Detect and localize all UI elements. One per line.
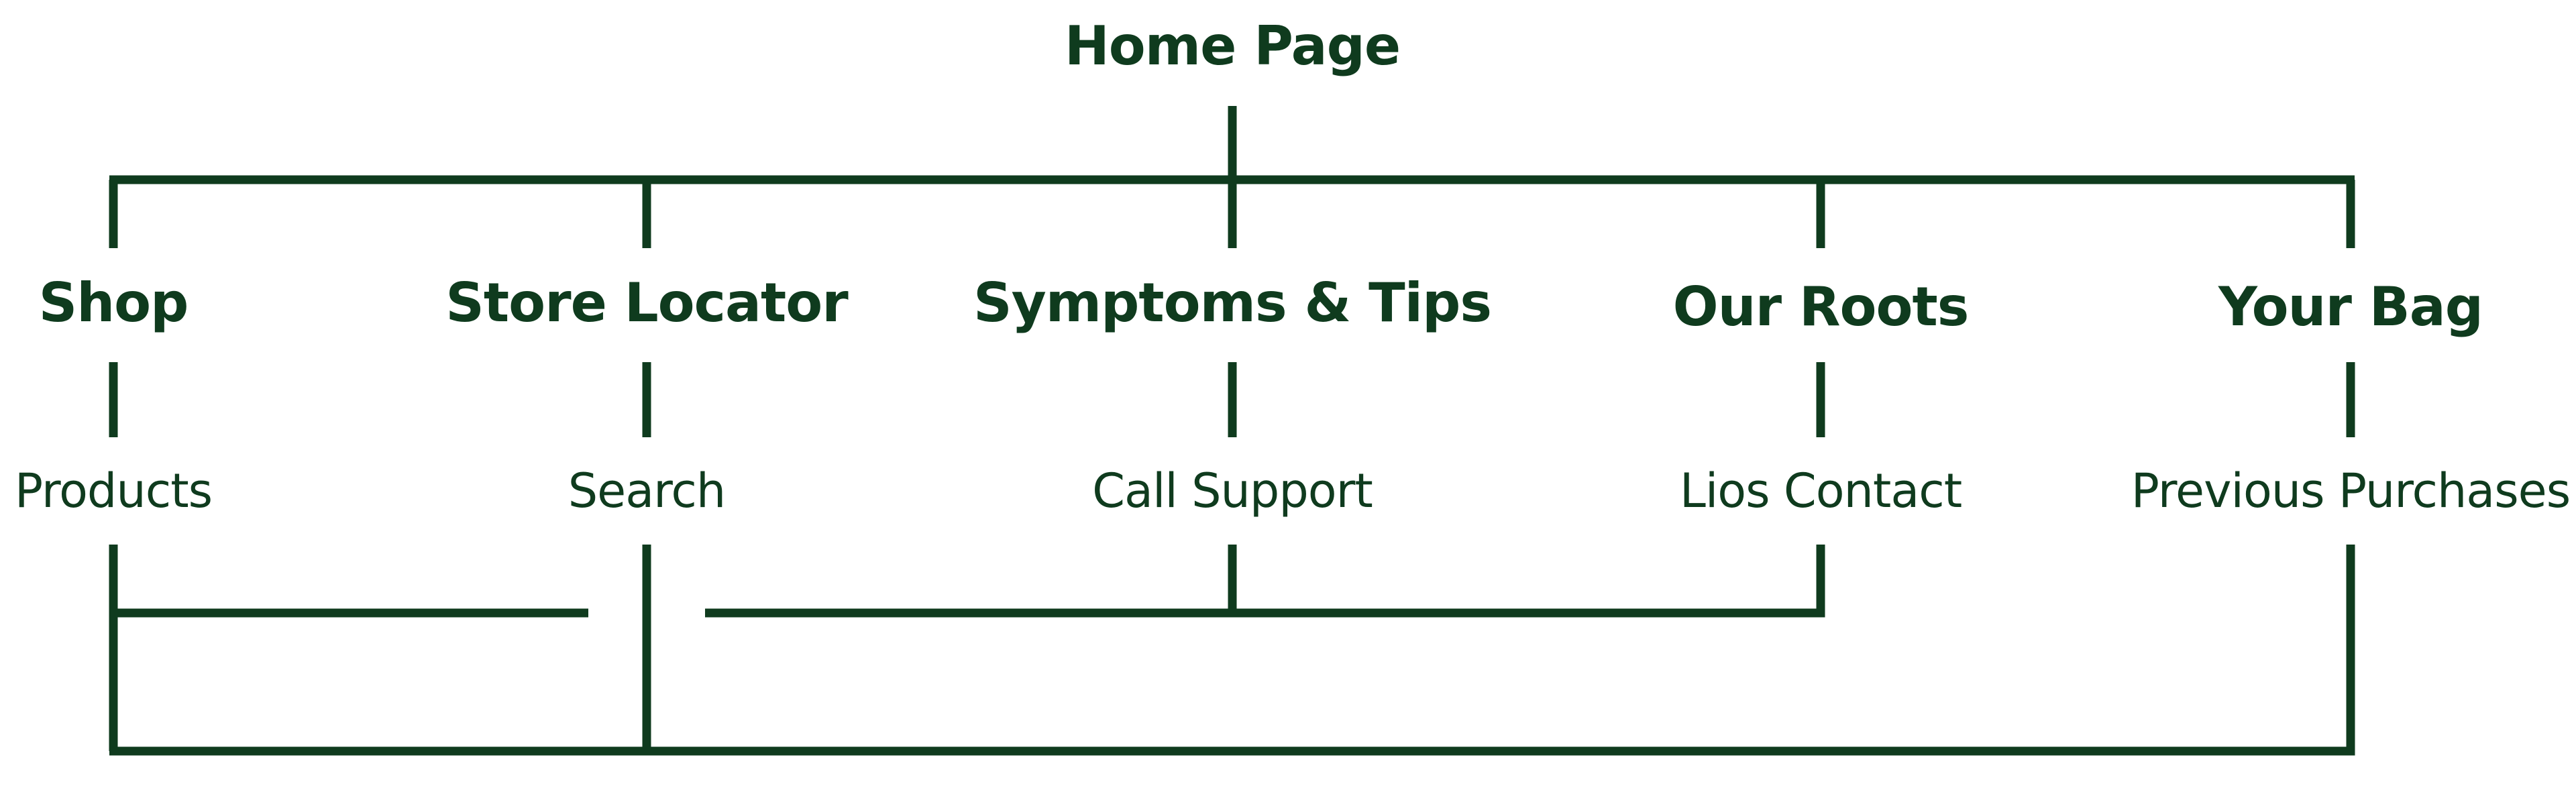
- node-section-store-locator: Store Locator: [445, 272, 848, 334]
- node-section-your-bag: Your Bag: [2218, 276, 2483, 338]
- node-section-symptoms-tips: Symptoms & Tips: [973, 272, 1492, 334]
- node-child-call-support: Call Support: [1092, 463, 1373, 518]
- node-child-lios-contact: Lios Contact: [1679, 463, 1962, 518]
- node-section-shop: Shop: [38, 272, 189, 334]
- node-child-products: Products: [14, 463, 213, 518]
- node-child-search: Search: [568, 463, 726, 518]
- connector-search-to-lios-contact-bar: [705, 545, 1825, 618]
- node-child-previous-purchases: Previous Purchases: [2131, 463, 2571, 518]
- connector-bottom-bar: [109, 545, 2355, 756]
- node-section-our-roots: Our Roots: [1672, 276, 1970, 338]
- node-home-page: Home Page: [1064, 15, 1401, 77]
